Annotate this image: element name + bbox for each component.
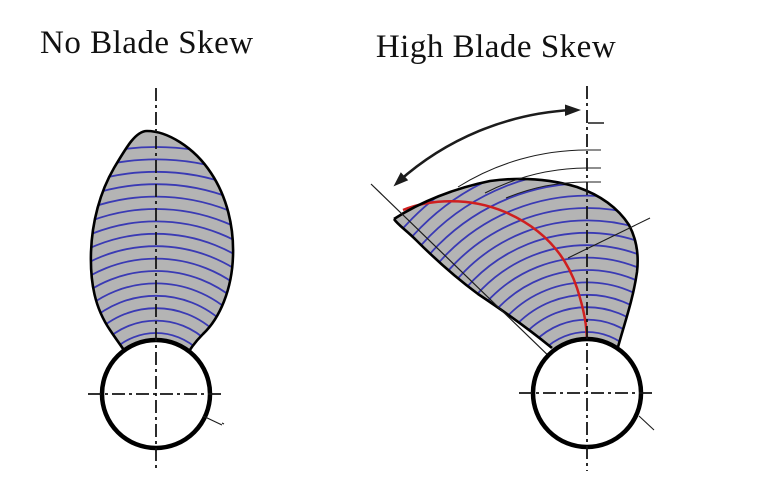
no-skew-hub-leader-line	[202, 415, 225, 426]
high-skew-blade-group	[370, 86, 656, 471]
blade-edge-leader-line	[567, 217, 651, 259]
left-panel-title: No Blade Skew	[40, 25, 254, 61]
skew-arrowhead-right	[565, 104, 581, 116]
section-line	[394, 194, 638, 358]
section-line	[413, 219, 638, 358]
skew-fan-line	[484, 167, 601, 194]
high-skew-blade-outline	[392, 177, 640, 350]
section-line	[463, 269, 638, 358]
high-skew-blade-shape	[394, 179, 638, 358]
high-skew-hub-leader-line	[638, 415, 655, 431]
skew-angle-arrow	[393, 104, 581, 187]
section-line	[438, 244, 638, 358]
section-line	[90, 270, 234, 360]
no-skew-blade-outline	[89, 129, 235, 361]
no-skew-blade-group	[88, 88, 235, 470]
section-line	[90, 319, 231, 360]
skew-angle-arrow-arc	[397, 108, 573, 183]
section-line	[487, 293, 638, 358]
high-skew-midchord-line	[402, 200, 589, 345]
section-line	[90, 294, 234, 360]
section-line	[90, 220, 234, 360]
skew-arrowhead-left	[393, 172, 409, 187]
skew-fan-lines	[457, 149, 601, 199]
skew-fan-line	[457, 149, 601, 188]
right-panel-title: High Blade Skew	[375, 29, 617, 65]
skew-fan-line	[505, 181, 601, 199]
section-line	[90, 158, 234, 360]
section-line	[90, 245, 234, 360]
